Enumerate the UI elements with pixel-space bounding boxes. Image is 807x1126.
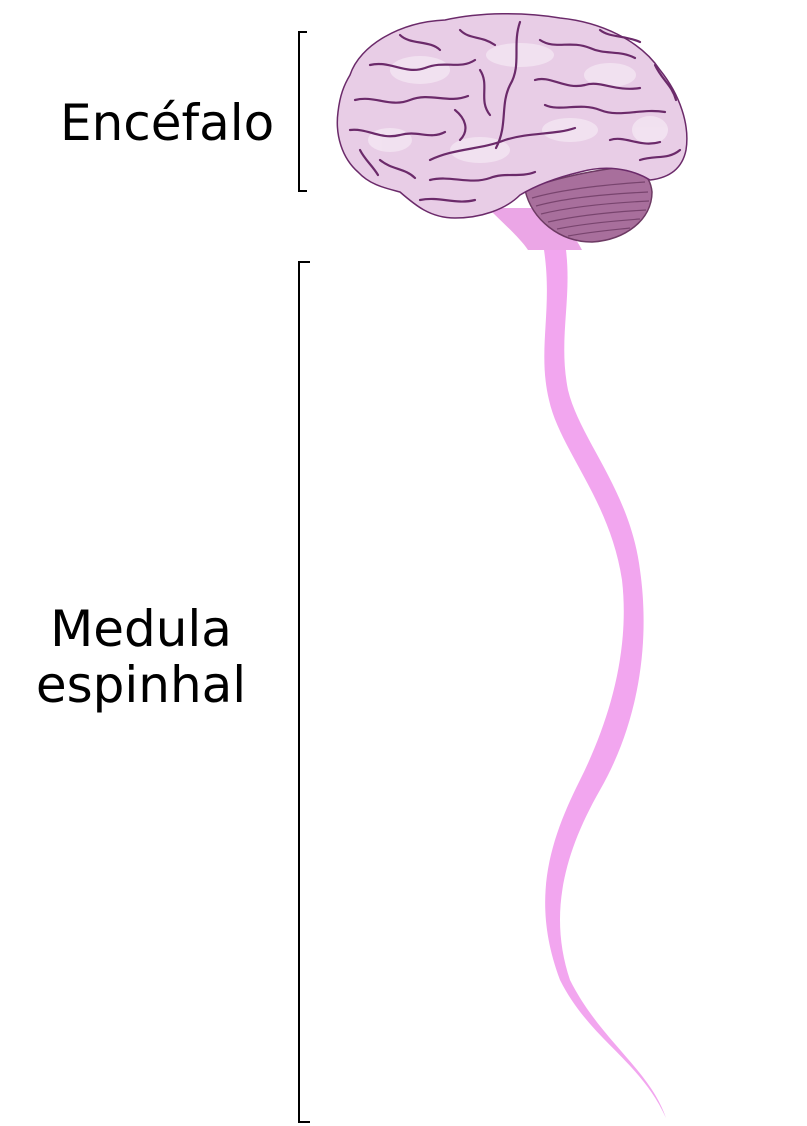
spinal-cord-label: Medula espinhal bbox=[0, 601, 282, 713]
spinal-cord-label-line2: espinhal bbox=[35, 656, 247, 714]
spinal-cord-shape bbox=[544, 250, 666, 1118]
cerebrum-sulci bbox=[348, 20, 682, 203]
encephalon-label: Encéfalo bbox=[60, 94, 275, 152]
spinal-cord-bracket bbox=[298, 261, 310, 1123]
encephalon-bracket bbox=[298, 31, 307, 192]
cerebellum-folia bbox=[531, 181, 650, 237]
cerebellum-shape bbox=[524, 166, 653, 243]
spinal-cord-label-line1: Medula bbox=[50, 600, 232, 658]
brainstem-shape bbox=[488, 208, 582, 250]
